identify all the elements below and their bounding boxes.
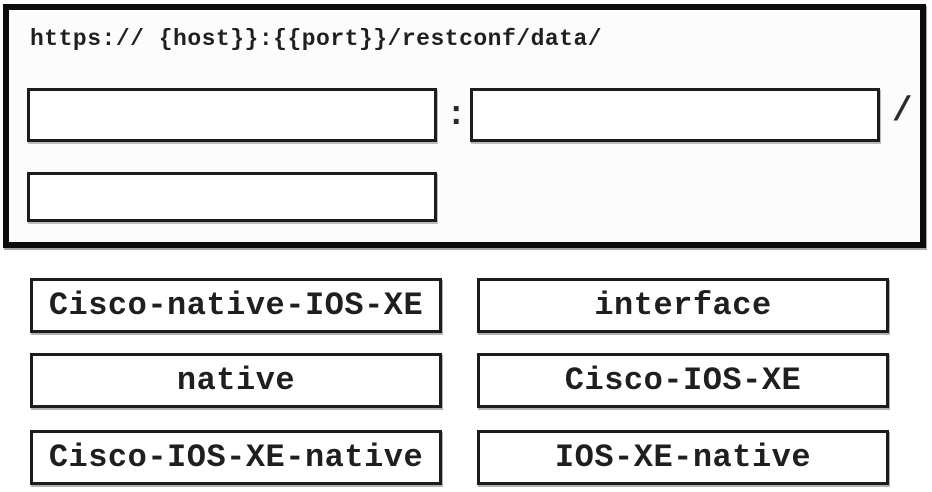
option-native[interactable]: native bbox=[30, 353, 442, 408]
url-template-text: https:// {host}}:{{port}}/restconf/data/ bbox=[30, 26, 603, 52]
slash-separator: / bbox=[892, 93, 913, 131]
colon-separator: : bbox=[446, 97, 467, 135]
url-builder-panel: https:// {host}}:{{port}}/restconf/data/… bbox=[3, 4, 926, 248]
drop-zone-1[interactable] bbox=[27, 88, 437, 142]
drop-zone-3[interactable] bbox=[27, 172, 437, 222]
option-cisco-native-ios-xe[interactable]: Cisco-native-IOS-XE bbox=[30, 278, 442, 333]
option-cisco-ios-xe-native[interactable]: Cisco-IOS-XE-native bbox=[30, 430, 442, 485]
option-interface[interactable]: interface bbox=[477, 278, 889, 333]
drop-zone-2[interactable] bbox=[470, 88, 880, 142]
option-ios-xe-native[interactable]: IOS-XE-native bbox=[477, 430, 889, 485]
option-cisco-ios-xe[interactable]: Cisco-IOS-XE bbox=[477, 353, 889, 408]
